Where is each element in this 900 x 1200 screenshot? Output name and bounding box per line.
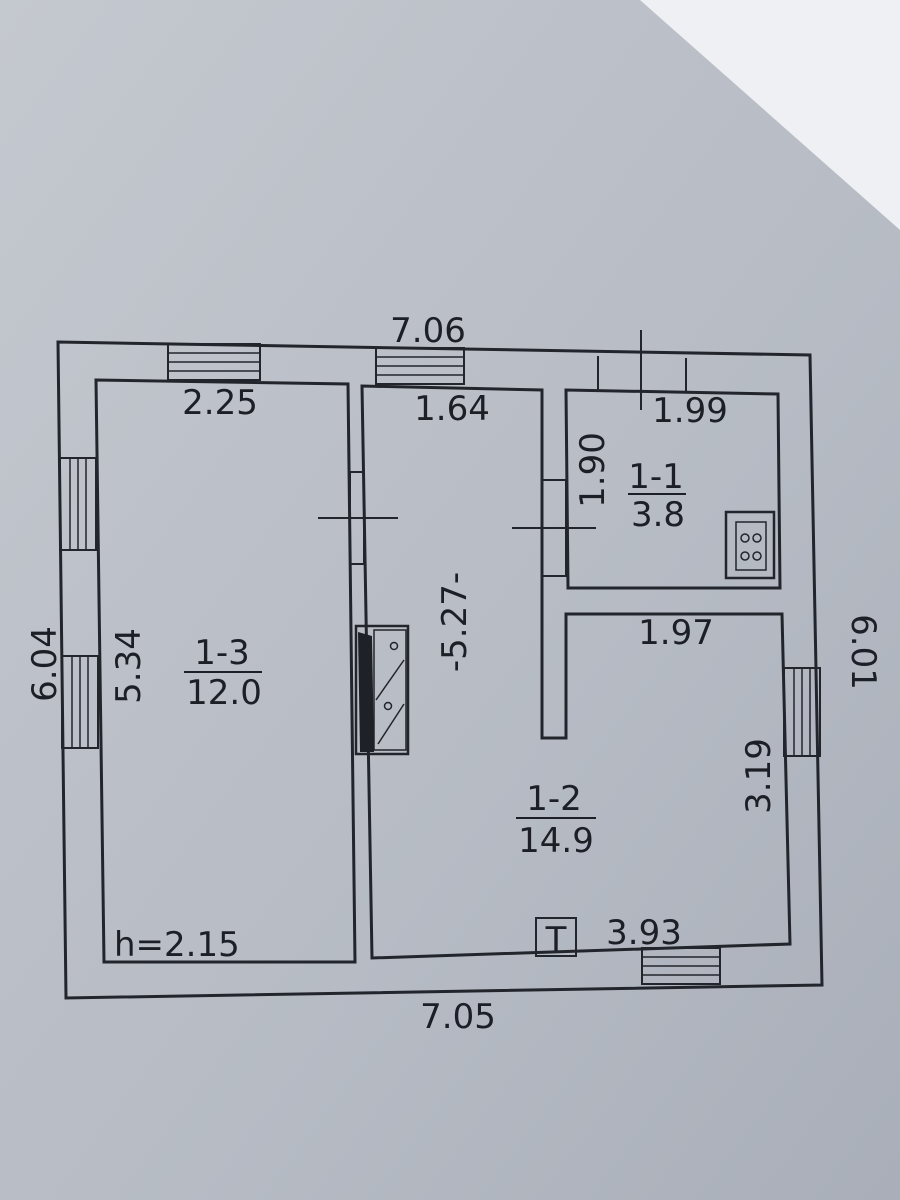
room-1-2-width: 1.97	[638, 613, 714, 653]
window-bottom	[641, 947, 721, 985]
corridor-length: -5.27-	[435, 572, 475, 672]
toilet-mark-label: T	[545, 920, 567, 960]
outer-left-dimension: 6.04	[25, 626, 65, 702]
room-1-2-bottom-width: 3.93	[606, 913, 682, 953]
height-note: h=2.15	[114, 925, 240, 965]
room-1-3-width: 2.25	[182, 383, 258, 423]
room-1-1-area: 3.8	[631, 495, 685, 535]
stove	[354, 624, 410, 756]
room-1-3-area: 12.0	[186, 673, 262, 713]
top-right-opening	[597, 330, 687, 410]
toilet-marker: T	[535, 917, 577, 960]
room-1-1-width: 1.99	[652, 391, 728, 431]
window-right	[783, 667, 821, 757]
room-1-1-id: 1-1	[628, 457, 684, 497]
middle-width: 1.64	[414, 389, 490, 429]
room-1-3-outline	[94, 378, 357, 964]
window-left-upper	[59, 457, 97, 551]
room-1-3-depth: 5.34	[109, 628, 149, 704]
outer-bottom-dimension: 7.05	[420, 997, 496, 1037]
door-1-3	[318, 471, 398, 565]
room-1-2-area: 14.9	[518, 821, 594, 861]
outer-top-dimension: 7.06	[390, 311, 466, 351]
cooker	[724, 510, 776, 580]
outer-right-dimension: 6.01	[843, 614, 883, 690]
outer-wall	[56, 340, 824, 1000]
window-left-lower	[61, 655, 99, 749]
room-1-2-id: 1-2	[526, 779, 582, 819]
light-glare	[640, 0, 900, 230]
room-1-1-depth: 1.90	[573, 432, 613, 508]
room-1-1-outline	[564, 388, 782, 590]
door-1-1	[512, 479, 596, 577]
window-top-left	[167, 343, 261, 381]
room-1-3-id: 1-3	[194, 633, 250, 673]
window-top-middle	[375, 347, 465, 385]
room-1-2-depth: 3.19	[739, 738, 779, 814]
